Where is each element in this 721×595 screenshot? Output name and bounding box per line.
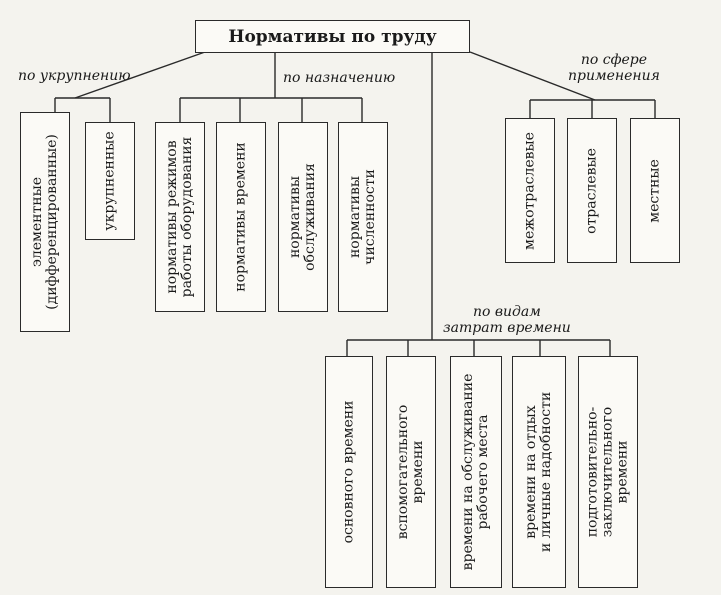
node-intersectoral-label: межотраслевые bbox=[521, 131, 538, 250]
node-time-norms-label: нормативы времени bbox=[232, 142, 249, 292]
node-preparatory-time-label: подготовительно- заключительного времени bbox=[584, 406, 631, 538]
node-enlarged: укрупненные bbox=[85, 122, 135, 240]
branch-label-time: по видам затрат времени bbox=[443, 304, 571, 336]
node-equipment-modes-label: нормативы режимов работы оборудования bbox=[164, 136, 195, 298]
node-service-norms-label: нормативы обслуживания bbox=[287, 163, 318, 271]
node-auxiliary-time: вспомогательного времени bbox=[386, 356, 436, 588]
node-service-norms: нормативы обслуживания bbox=[278, 122, 328, 312]
node-preparatory-time: подготовительно- заключительного времени bbox=[578, 356, 638, 588]
node-main-time: основного времени bbox=[325, 356, 373, 588]
connector bbox=[74, 51, 206, 99]
node-local: местные bbox=[630, 118, 680, 263]
node-time-norms: нормативы времени bbox=[216, 122, 266, 312]
branch-label-scope: по сфере применения bbox=[568, 52, 660, 84]
root-node-label: Нормативы по труду bbox=[228, 26, 437, 47]
node-headcount-norms-label: нормативы численности bbox=[347, 169, 378, 265]
node-rest-time: времени на отдых и личные надобности bbox=[512, 356, 566, 588]
connector bbox=[469, 51, 596, 101]
node-elemental-label: элементные (дифференцированные) bbox=[29, 134, 60, 310]
node-intersectoral: межотраслевые bbox=[505, 118, 555, 263]
node-sectoral-label: отраслевые bbox=[583, 147, 600, 234]
node-headcount-norms: нормативы численности bbox=[338, 122, 388, 312]
node-enlarged-label: укрупненные bbox=[101, 131, 118, 231]
node-workplace-service-time-label: времени на обслуживание рабочего места bbox=[460, 373, 491, 571]
node-elemental: элементные (дифференцированные) bbox=[20, 112, 70, 332]
branch-label-enlargement: по укрупнению bbox=[18, 68, 131, 84]
node-local-label: местные bbox=[646, 158, 663, 223]
node-main-time-label: основного времени bbox=[340, 400, 357, 544]
branch-label-purpose: по назначению bbox=[283, 70, 396, 86]
node-rest-time-label: времени на отдых и личные надобности bbox=[523, 391, 554, 553]
node-sectoral: отраслевые bbox=[567, 118, 617, 263]
node-equipment-modes: нормативы режимов работы оборудования bbox=[155, 122, 205, 312]
root-node: Нормативы по труду bbox=[195, 20, 470, 53]
node-workplace-service-time: времени на обслуживание рабочего места bbox=[450, 356, 502, 588]
node-auxiliary-time-label: вспомогательного времени bbox=[395, 404, 426, 540]
